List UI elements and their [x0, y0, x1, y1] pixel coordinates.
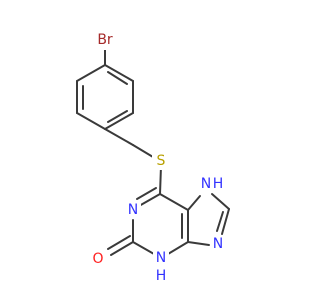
bond-ring-double-3	[107, 71, 128, 85]
bond-ch2-s	[132, 144, 154, 158]
n3-hydrogen-label: H	[156, 268, 167, 284]
n7-label-bg	[198, 175, 214, 193]
oxygen-label: O	[92, 251, 103, 267]
n1-label-bg	[125, 201, 141, 219]
sulfur-label: S	[157, 153, 166, 169]
purine-core	[107, 187, 230, 256]
bond-c8-n9	[221, 208, 230, 235]
bond-ring-3	[76, 112, 106, 130]
bond-c8-n9-double	[216, 211, 224, 232]
bond-c2-n3	[132, 241, 155, 255]
thioether-linker	[104, 128, 162, 195]
bond-n7-c8	[211, 193, 230, 210]
bromophenyl-ring	[76, 48, 134, 130]
bond-n9-c4	[187, 241, 210, 246]
s-label-bg	[152, 152, 170, 170]
bromine-label: Br	[97, 32, 113, 48]
br-label-bg	[90, 30, 120, 50]
n1-label: N	[128, 202, 138, 218]
bond-ring-4	[104, 112, 134, 130]
o-label-bg	[90, 250, 106, 268]
bond-s-c6	[159, 165, 162, 195]
bond-c2-o-double	[107, 235, 131, 250]
n7-label: N	[201, 176, 211, 192]
n3-label-bg	[153, 249, 169, 267]
n7-hydrogen-label: H	[213, 176, 224, 192]
bond-c6-n1	[138, 193, 161, 207]
molecule-diagram: Br S N N H N H N O	[76, 30, 230, 284]
bond-n3-c4	[167, 241, 189, 255]
bond-c6-n1-double	[136, 187, 157, 200]
bond-ring-ch2	[104, 128, 134, 146]
n9-label: N	[213, 236, 223, 252]
bond-c5-n7	[187, 195, 201, 211]
bond-ring-double-2	[107, 110, 128, 123]
bond-ring-1	[76, 64, 106, 82]
n9-label-bg	[210, 235, 226, 253]
atom-labels: Br S N N H N H N O	[90, 30, 226, 284]
bond-ring-6	[104, 64, 134, 82]
bond-c5-c6	[159, 193, 189, 211]
n3-label: N	[156, 250, 166, 266]
bond-c2-o	[110, 241, 134, 256]
